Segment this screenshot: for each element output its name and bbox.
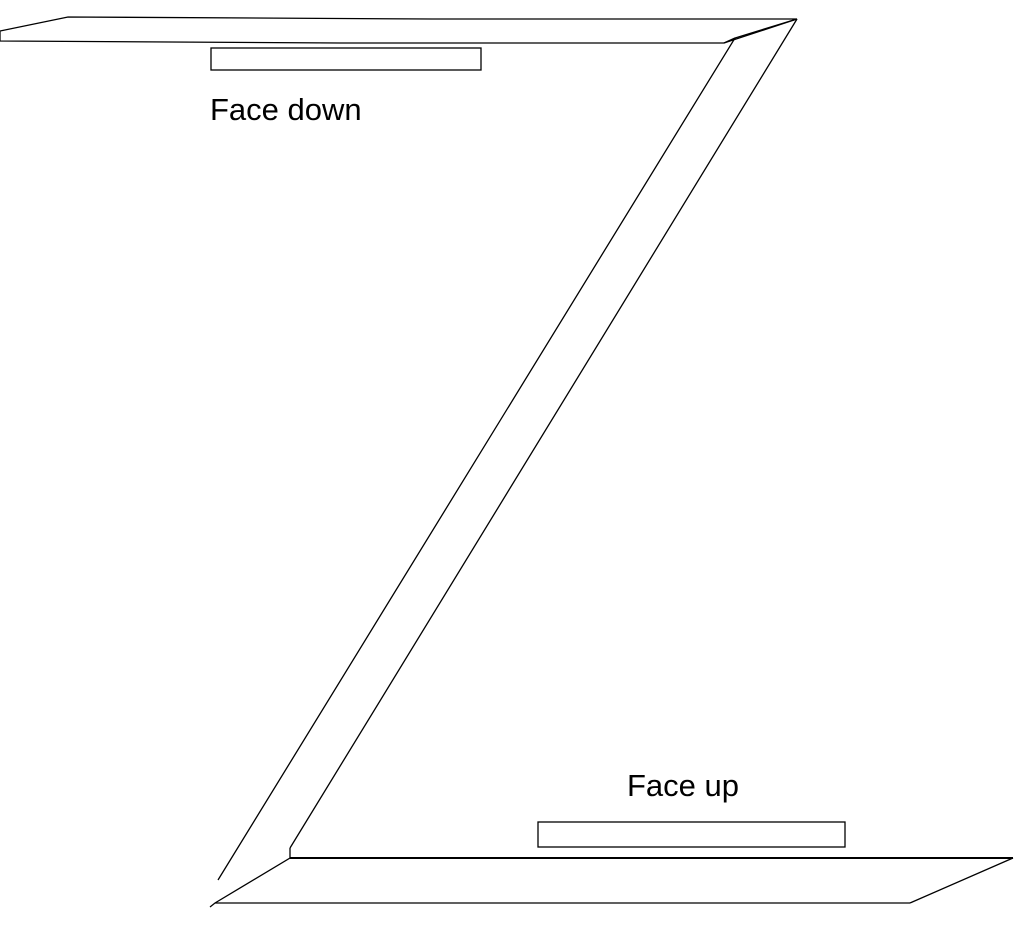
face-down-indicator-box xyxy=(210,47,482,71)
bottom-panel-left-fold xyxy=(209,848,291,908)
bottom-panel xyxy=(209,848,1014,908)
diagonal-panel xyxy=(217,18,798,881)
top-panel xyxy=(0,16,798,44)
face-up-indicator-box xyxy=(537,821,846,848)
bottom-panel-right-edge xyxy=(909,857,1014,904)
face-down-label: Face down xyxy=(210,92,362,127)
top-panel-outline xyxy=(0,16,798,44)
face-up-label: Face up xyxy=(627,768,740,803)
diagonal-panel-outer-edge xyxy=(217,18,798,881)
diagonal-panel-inner-edge xyxy=(289,18,798,849)
diagonal-panel-top-fold xyxy=(723,37,736,44)
